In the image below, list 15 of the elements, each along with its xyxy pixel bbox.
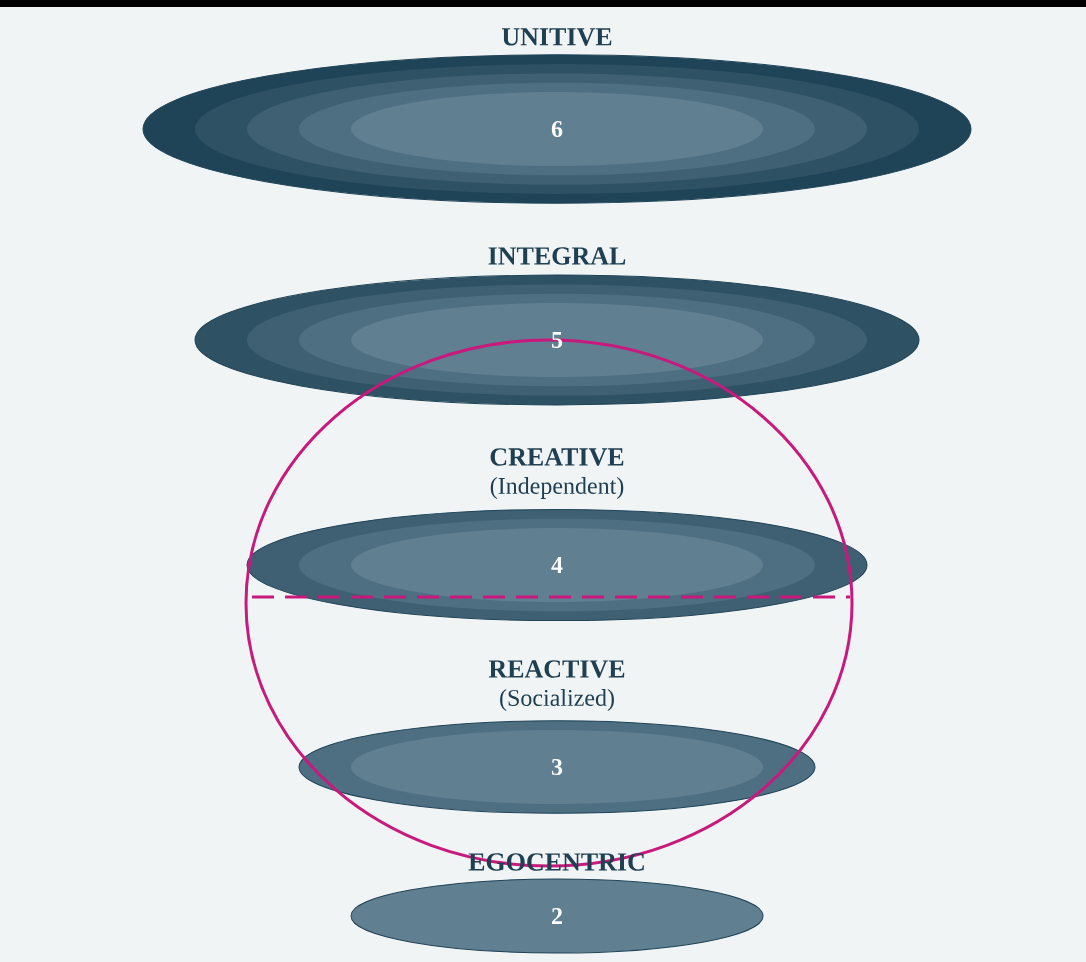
level-ellipse — [246, 508, 868, 622]
level-heading: UNITIVE — [502, 28, 612, 46]
level-number: 3 — [551, 758, 563, 776]
level-subheading: (Socialized) — [500, 689, 614, 711]
level-ellipse — [194, 274, 920, 406]
level-subheading: (Independent) — [490, 477, 624, 499]
level-number: 4 — [551, 557, 563, 573]
level-ellipse — [142, 54, 972, 204]
level-number: 2 — [552, 908, 562, 924]
level-ellipse — [350, 878, 764, 954]
level-number: 6 — [551, 120, 563, 138]
level-heading: REACTIVE — [488, 660, 625, 678]
level-heading: INTEGRAL — [488, 247, 626, 265]
level-heading: CREATIVE — [490, 448, 624, 466]
level-ellipse — [298, 720, 816, 814]
